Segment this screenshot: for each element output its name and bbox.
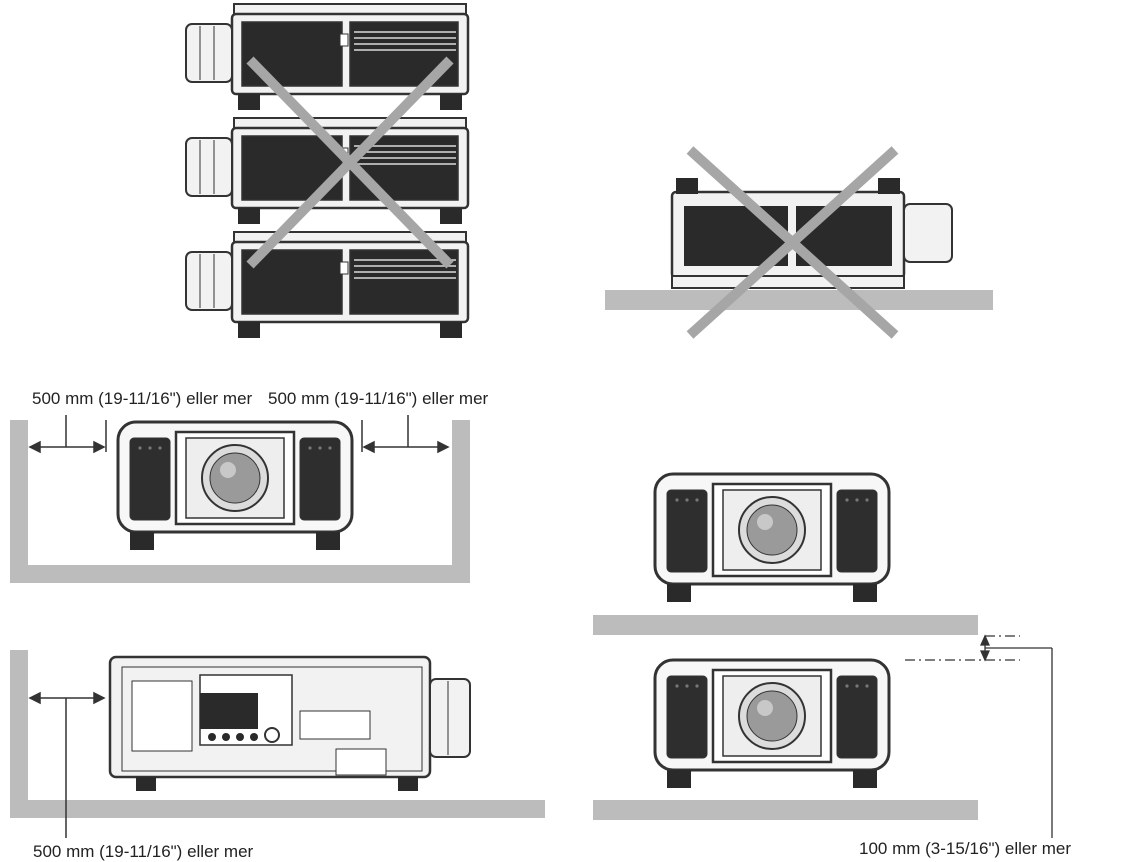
wall-and-floor [10, 650, 545, 818]
prohibited-cross-icon [686, 146, 899, 339]
clearance-arrow [28, 415, 450, 454]
stacked-projectors-prohibited [184, 2, 470, 340]
vertical-clearance-label: 100 mm (3-15/16") eller mer [859, 839, 1071, 858]
right-clearance-label: 500 mm (19-11/16") eller mer [268, 389, 489, 408]
upright-on-top-prohibited [605, 146, 993, 339]
left-clearance-label: 500 mm (19-11/16") eller mer [32, 389, 253, 408]
floor [593, 800, 978, 820]
floor [605, 290, 993, 310]
rear-clearance-label: 500 mm (19-11/16") eller mer [33, 842, 254, 861]
clearance-arrow [28, 691, 106, 838]
vertical-clearance-figure [593, 472, 1053, 838]
prohibited-cross-icon [246, 56, 454, 269]
clearance-arrow [905, 634, 1053, 838]
projector-side-rear [108, 655, 471, 791]
rear-clearance-figure [10, 650, 545, 838]
enclosure [10, 420, 470, 583]
side-clearance-figure [10, 415, 470, 583]
shelf [593, 615, 978, 635]
